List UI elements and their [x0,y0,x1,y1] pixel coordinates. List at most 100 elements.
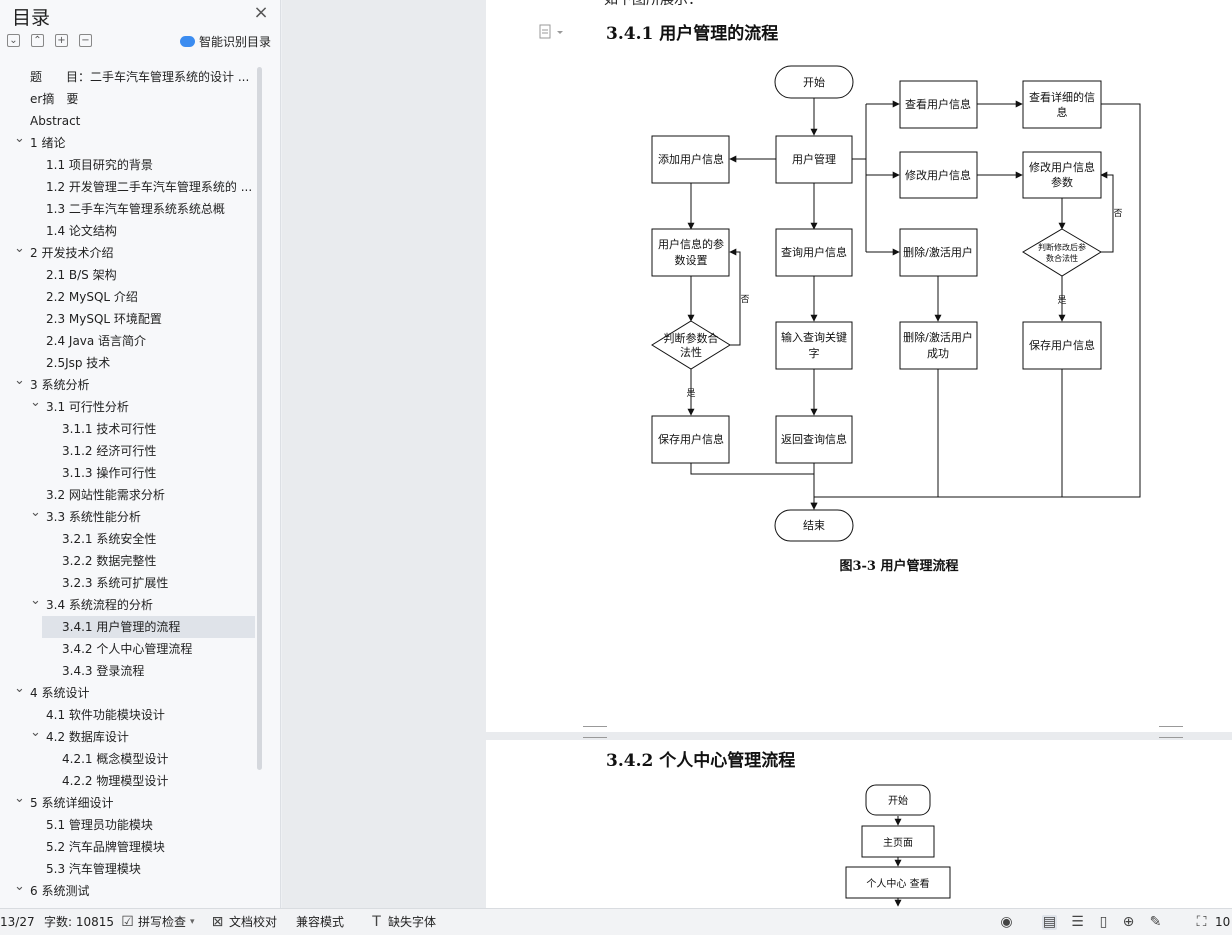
missing-font-button[interactable]: 缺失字体 [388,915,437,929]
svg-text:参数: 参数 [1051,175,1073,189]
page-2-canvas: 3.4.2 个人中心管理流程 开始 主页面 个人中心 查看 [606,750,951,907]
toc-item[interactable]: 1.1 项目研究的背景 [46,158,153,172]
chevron-down-icon[interactable]: ⌄ [14,879,25,894]
spell-check-button[interactable]: 拼写检查 [138,915,187,929]
chevron-down-icon[interactable]: ⌄ [14,131,25,146]
flow-node-user-management: 用户管理 [775,135,853,184]
document-area: 如下图所展示： 3.4.1 用户管理的流程 [282,0,1232,908]
flow-decision-check-param: 判断参数合 法性 [651,320,731,370]
svg-text:个人中心 查看: 个人中心 查看 [866,877,929,890]
chevron-down-icon[interactable]: ⌄ [30,593,41,608]
svg-text:保存用户信息: 保存用户信息 [658,432,724,446]
word-count[interactable]: 字数: 10815 [44,915,115,929]
compat-mode-label[interactable]: 兼容模式 [296,915,345,929]
smart-toc-button[interactable]: 智能识别目录 [180,33,271,50]
doc-proof-button[interactable]: 文档校对 [229,915,278,929]
flow-2-home-node: 主页面 [861,825,935,858]
toc-item[interactable]: 5.2 汽车品牌管理模块 [46,840,165,854]
reading-view-icon[interactable]: ▯ [1099,914,1108,930]
svg-text:主页面: 主页面 [883,837,913,849]
toc-item[interactable]: 4.2 数据库设计 [46,730,129,744]
paragraph-icon[interactable] [539,24,563,39]
flow-2-personal-node: 个人中心 查看 [845,866,951,899]
toc-item[interactable]: er摘 要 [30,92,79,106]
chevron-down-icon[interactable]: ⌄ [30,395,41,410]
toc-item[interactable]: 1.3 二手车汽车管理系统系统总概 [46,202,225,216]
top-text-fragment: 如下图所展示： [604,0,702,8]
collapse-all-icon[interactable]: ⌄ [7,34,20,47]
flow-end-node: 结束 [774,509,854,542]
toc-item[interactable]: 5.1 管理员功能模块 [46,818,153,832]
chevron-down-icon[interactable]: ⌄ [14,241,25,256]
remove-heading-icon[interactable]: − [79,34,92,47]
close-icon[interactable]: × [253,2,269,23]
toc-item[interactable]: 3.4 系统流程的分析 [46,598,153,612]
chevron-down-icon[interactable]: ⌄ [14,373,25,388]
pen-icon[interactable]: ✎ [1149,914,1162,930]
chevron-down-icon[interactable]: ⌄ [14,681,25,696]
toc-item[interactable]: 3.1.1 技术可行性 [62,422,157,436]
toc-item[interactable]: 3.1.3 操作可行性 [62,466,157,480]
toc-item[interactable]: 3.1 可行性分析 [46,400,129,414]
toc-item[interactable]: 6 系统测试 [30,884,90,898]
missing-font-icon[interactable]: T [372,914,381,930]
toc-item[interactable]: 3.2.2 数据完整性 [62,554,157,568]
flow-node-modify-param: 修改用户信息 参数 [1022,151,1102,199]
svg-text:成功: 成功 [927,347,949,360]
toc-item[interactable]: 3.1.2 经济可行性 [62,444,157,458]
flow-label-yes-2: 是 [1057,295,1066,306]
toc-item[interactable]: 3.4.1 用户管理的流程 [42,616,255,638]
toc-item[interactable]: 3.2.1 系统安全性 [62,532,157,546]
toc-item[interactable]: 2.5Jsp 技术 [46,356,111,370]
toc-item[interactable]: 3.3 系统性能分析 [46,510,141,524]
toc-item[interactable]: 3.4.3 登录流程 [62,664,145,678]
svg-text:查看用户信息: 查看用户信息 [905,97,971,111]
toc-item[interactable]: 1.4 论文结构 [46,224,117,238]
toc-item[interactable]: 1 绪论 [30,136,66,150]
toc-item[interactable]: 2.4 Java 语言简介 [46,334,147,348]
chevron-down-icon[interactable]: ⌄ [14,791,25,806]
flow-node-add-user: 添加用户信息 [651,135,730,184]
svg-text:修改用户信息: 修改用户信息 [905,168,971,182]
toc-item[interactable]: Abstract [30,114,81,128]
crop-mark [1159,726,1183,738]
chevron-down-icon[interactable]: ⌄ [30,505,41,520]
add-heading-icon[interactable]: + [55,34,68,47]
toc-item[interactable]: 3.4.2 个人中心管理流程 [62,642,193,656]
chevron-down-icon[interactable]: ⌄ [30,725,41,740]
toc-item[interactable]: 4.2.1 概念模型设计 [62,752,169,766]
eye-icon[interactable]: ◉ [1000,914,1013,930]
toc-item[interactable]: 5 系统详细设计 [30,796,114,810]
flow-label-yes: 是 [686,388,695,399]
toc-item[interactable]: 4 系统设计 [30,686,90,700]
toc-item[interactable]: 2.3 MySQL 环境配置 [46,312,162,326]
smart-toc-icon [180,36,195,47]
flow-start-node: 开始 [774,65,854,99]
fit-page-icon[interactable]: ⛶ [1196,914,1207,930]
toc-item[interactable]: 2 开发技术介绍 [30,246,114,260]
svg-text:开始: 开始 [888,794,908,807]
page-view-icon[interactable]: ▤ [1042,914,1057,930]
flow-decision-check-modified: 判断修改后参 数合法性 [1022,228,1102,277]
toc-item[interactable]: 题 目：二手车汽车管理系统的设计 ... [30,70,250,84]
zoom-level[interactable]: 10 [1215,915,1231,929]
toc-item[interactable]: 3.2.3 系统可扩展性 [62,576,169,590]
toc-item[interactable]: 5.3 汽车管理模块 [46,862,141,876]
toc-item[interactable]: 4.1 软件功能模块设计 [46,708,165,722]
proofread-icon[interactable]: ⊠ [211,914,224,930]
toc-item[interactable]: 1.2 开发管理二手车汽车管理系统的 ... [46,180,253,194]
expand-up-icon[interactable]: ⌃ [31,34,44,47]
toc-item[interactable]: 4.2.2 物理模型设计 [62,774,169,788]
svg-text:数合法性: 数合法性 [1046,253,1078,263]
toc-scrollbar[interactable] [257,67,262,770]
chevron-down-icon[interactable]: ▾ [190,917,195,927]
web-view-icon[interactable]: ⊕ [1122,914,1135,930]
outline-view-icon[interactable]: ☰ [1071,914,1084,930]
flow-node-return-query: 返回查询信息 [775,415,853,464]
checkbox-icon[interactable]: ☑ [121,914,134,930]
toc-item[interactable]: 3 系统分析 [30,378,90,392]
toc-item[interactable]: 2.2 MySQL 介绍 [46,290,138,304]
page-indicator[interactable]: 13/27 [0,915,35,929]
toc-item[interactable]: 2.1 B/S 架构 [46,268,117,282]
toc-item[interactable]: 3.2 网站性能需求分析 [46,488,165,502]
